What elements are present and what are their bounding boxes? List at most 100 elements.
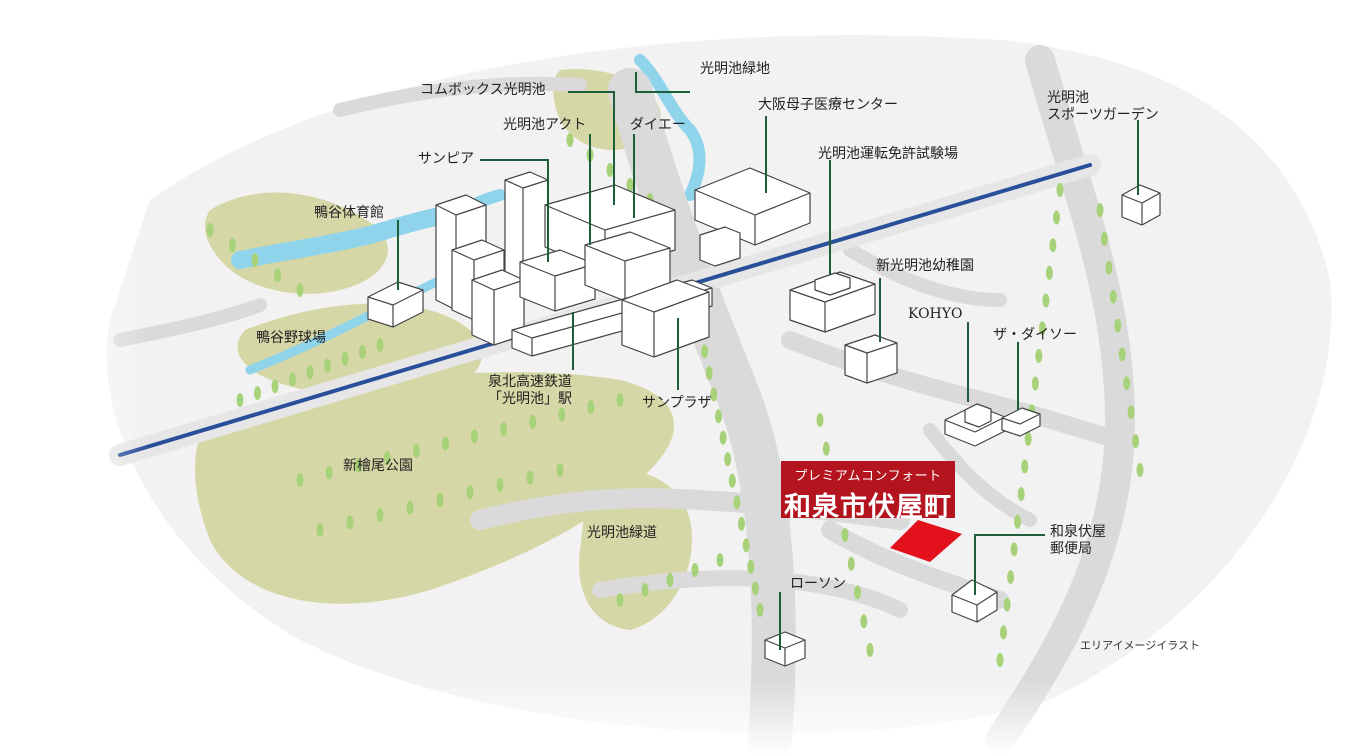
tree — [296, 283, 304, 297]
tree — [626, 178, 634, 192]
tree — [1024, 431, 1032, 446]
tree — [316, 523, 324, 537]
label-kamotani-gym: 鴨谷体育館 — [314, 205, 384, 221]
tree — [751, 581, 759, 596]
tree — [616, 593, 624, 607]
tree — [346, 515, 354, 530]
tree — [719, 430, 727, 445]
tree — [436, 493, 444, 507]
tree — [383, 451, 391, 466]
label-station: 泉北高速鉄道 「光明池」駅 — [488, 374, 572, 407]
label-ryokudo: 光明池緑道 — [587, 525, 657, 541]
label-sunpia: サンピア — [418, 151, 474, 167]
tree — [354, 458, 362, 473]
tree — [705, 366, 713, 381]
tree — [471, 429, 478, 444]
tree — [1017, 487, 1025, 502]
label-post-office: 和泉伏屋 郵便局 — [1050, 524, 1106, 557]
tree — [847, 556, 855, 571]
tree — [1038, 321, 1046, 336]
tree — [996, 653, 1004, 667]
label-daiso: ザ・ダイソー — [993, 327, 1077, 343]
tree — [606, 163, 614, 177]
tree — [406, 500, 414, 515]
tree — [236, 393, 244, 407]
post-office-building — [951, 579, 998, 623]
property-label[interactable]: プレミアムコンフォート 和泉市伏屋町 — [781, 461, 955, 523]
tree — [1132, 434, 1140, 449]
tree — [816, 413, 824, 427]
sunpia-building — [519, 249, 596, 312]
tree — [376, 508, 384, 522]
sports-garden-building — [1121, 184, 1161, 226]
tree — [206, 223, 214, 237]
tree — [1000, 625, 1007, 640]
hospital-building — [694, 167, 811, 267]
label-daiei: ダイエー — [630, 117, 686, 133]
tree — [1031, 376, 1039, 391]
label-kohyo: KOHYO — [908, 306, 963, 322]
label-kamotani-baseball: 鴨谷野球場 — [256, 330, 326, 346]
tree — [1042, 293, 1050, 308]
label-lawson: ローソン — [790, 576, 846, 592]
tree — [412, 443, 420, 458]
tree — [1109, 289, 1117, 304]
property-marker[interactable] — [890, 520, 962, 562]
tree — [860, 614, 868, 629]
tree — [616, 393, 624, 407]
tree — [666, 573, 674, 587]
tree — [715, 409, 722, 424]
tree — [566, 133, 574, 147]
tree — [1049, 238, 1057, 253]
tree — [376, 338, 384, 352]
tree — [296, 473, 304, 487]
tree — [1123, 376, 1131, 391]
tree — [341, 351, 349, 366]
tree — [500, 422, 508, 437]
tree — [496, 478, 504, 492]
green-areas — [195, 69, 692, 630]
tree — [738, 516, 745, 531]
tree — [1035, 348, 1043, 363]
tree — [716, 553, 724, 567]
tree — [325, 465, 333, 480]
tree — [742, 538, 750, 553]
license-center-building — [789, 271, 876, 333]
tree — [854, 585, 861, 600]
daiso-building — [1001, 407, 1041, 437]
tree — [1136, 463, 1144, 477]
tree — [229, 238, 236, 252]
tree — [1007, 570, 1015, 585]
property-name: 和泉市伏屋町 — [784, 492, 952, 523]
label-komei-sports: 光明池 スポーツガーデン — [1047, 90, 1159, 123]
tree — [271, 379, 279, 394]
tree — [359, 344, 366, 359]
label-sunplaza: サンプラザ — [642, 395, 712, 411]
trees — [206, 133, 1144, 667]
label-komei-ryokuchi: 光明池緑地 — [700, 61, 770, 77]
label-menkyo: 光明池運転免許試験場 — [818, 146, 958, 162]
tree — [747, 559, 755, 574]
tree — [866, 643, 874, 657]
tree — [1045, 265, 1053, 280]
tree — [1003, 597, 1011, 612]
tree — [1053, 210, 1060, 225]
tree — [1127, 405, 1135, 420]
tree — [254, 386, 261, 401]
label-shin-kindergarten: 新光明池幼稚園 — [876, 258, 974, 274]
label-combox: コムボックス光明池 — [420, 82, 546, 98]
tree — [1096, 203, 1104, 217]
tree — [1010, 542, 1018, 557]
tree — [724, 452, 732, 467]
label-shinhinoki-park: 新檜尾公園 — [343, 458, 413, 474]
tree — [1056, 183, 1064, 197]
tree — [1014, 514, 1022, 529]
leader-lines — [397, 72, 1139, 650]
tree — [1105, 260, 1113, 275]
tree — [641, 583, 649, 597]
tree — [822, 441, 830, 456]
tree — [442, 436, 449, 451]
tree — [701, 344, 709, 359]
sunplaza-building — [621, 279, 710, 358]
